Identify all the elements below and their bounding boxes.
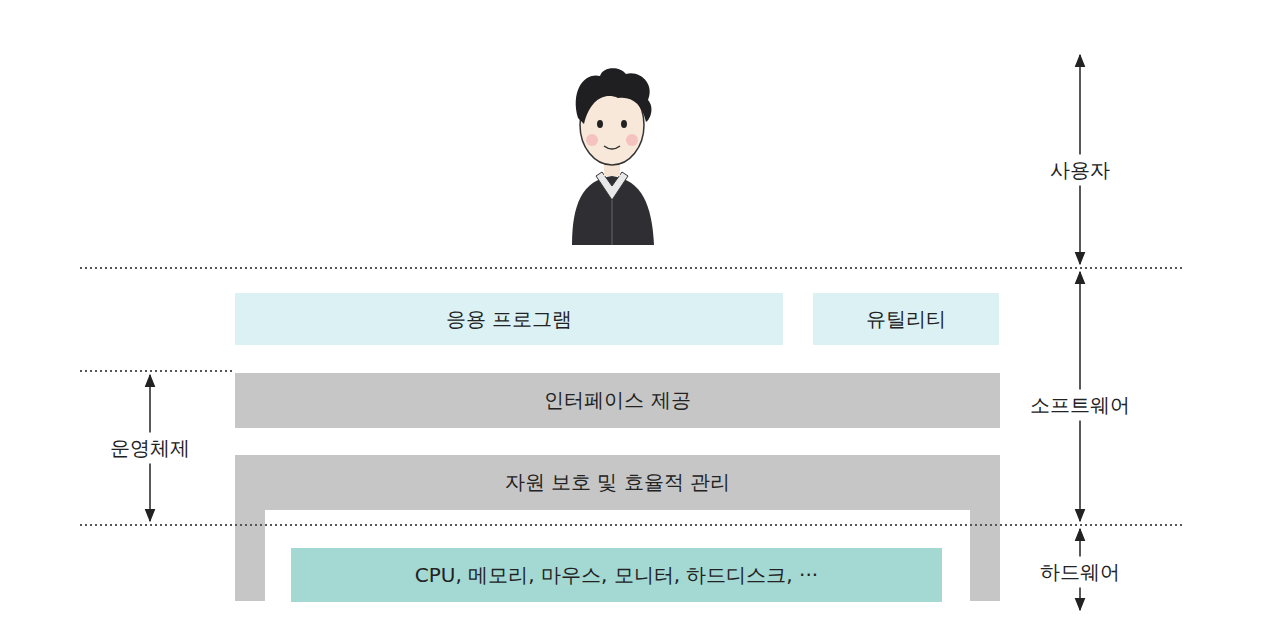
resource-layer: 자원 보호 및 효율적 관리 [235, 455, 1000, 510]
range-label: 사용자 [1046, 155, 1114, 186]
box-text: CPU, 메모리, 마우스, 모니터, 하드디스크, ··· [415, 562, 818, 589]
box-text: 유틸리티 [866, 306, 946, 333]
utility-box: 유틸리티 [813, 293, 999, 345]
box-text: 인터페이스 제공 [544, 387, 690, 414]
box-text: 자원 보호 및 효율적 관리 [505, 469, 730, 496]
separator-line [80, 370, 235, 372]
separator-line [80, 267, 1185, 269]
range-label: 소프트웨어 [1026, 390, 1134, 421]
os-leg [235, 508, 265, 601]
user-illustration [572, 68, 654, 245]
hardware-box: CPU, 메모리, 마우스, 모니터, 하드디스크, ··· [291, 548, 942, 602]
range-label: 하드웨어 [1036, 557, 1124, 588]
os-leg [970, 508, 1000, 601]
box-text: 응용 프로그램 [446, 306, 572, 333]
separator-line [80, 524, 1185, 526]
range-label: 운영체제 [106, 433, 194, 464]
interface-layer: 인터페이스 제공 [235, 373, 1000, 428]
application-box: 응용 프로그램 [235, 293, 783, 345]
